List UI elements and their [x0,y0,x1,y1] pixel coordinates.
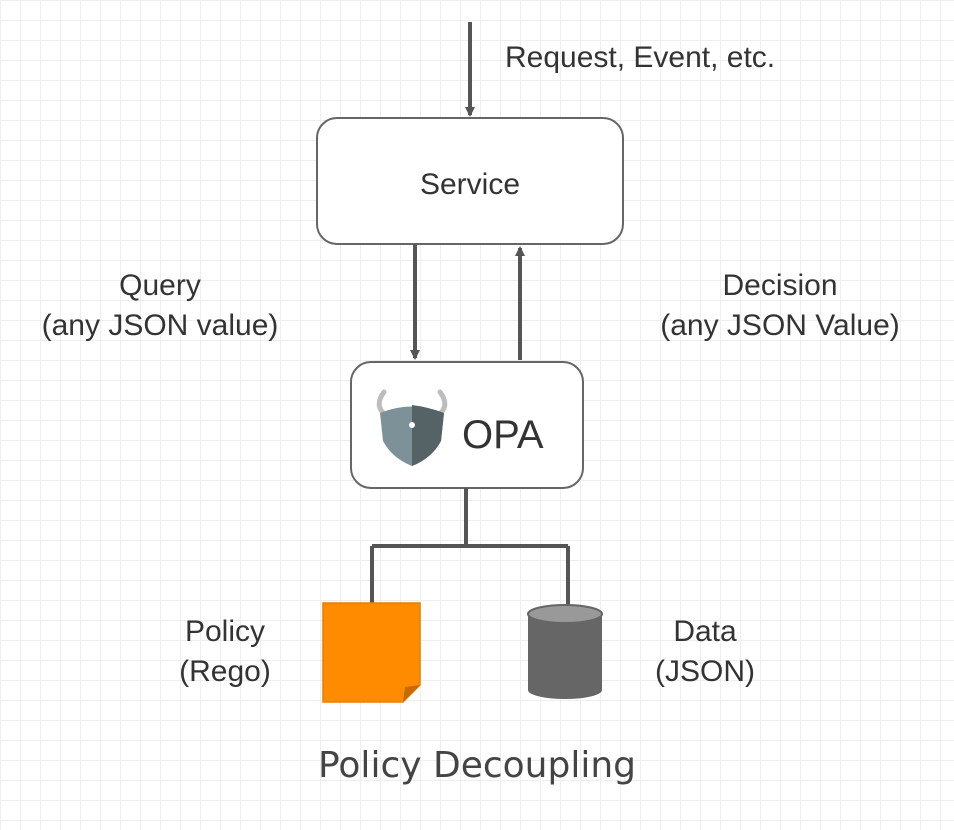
data-label: Data (JSON) [630,612,780,692]
query-title: Query [119,269,201,302]
diagram-caption: Policy Decoupling [317,745,637,786]
decision-label: Decision (any JSON Value) [630,266,930,346]
policy-label: Policy (Rego) [150,612,300,692]
decision-title: Decision [722,269,838,302]
data-title: Data [673,615,737,648]
document-icon [322,602,421,703]
database-icon [527,604,603,699]
request-event-label: Request, Event, etc. [505,41,776,74]
query-subtitle: (any JSON value) [41,309,279,342]
data-subtitle: (JSON) [655,655,755,688]
opa-label: OPA [462,413,544,457]
policy-subtitle: (Rego) [179,655,271,688]
opa-logo-icon [376,389,448,466]
service-label: Service [420,168,520,201]
connector-lines [370,488,570,606]
query-label: Query (any JSON value) [10,266,310,346]
decision-subtitle: (any JSON Value) [660,309,900,342]
service-box [316,117,624,245]
policy-title: Policy [184,615,266,648]
